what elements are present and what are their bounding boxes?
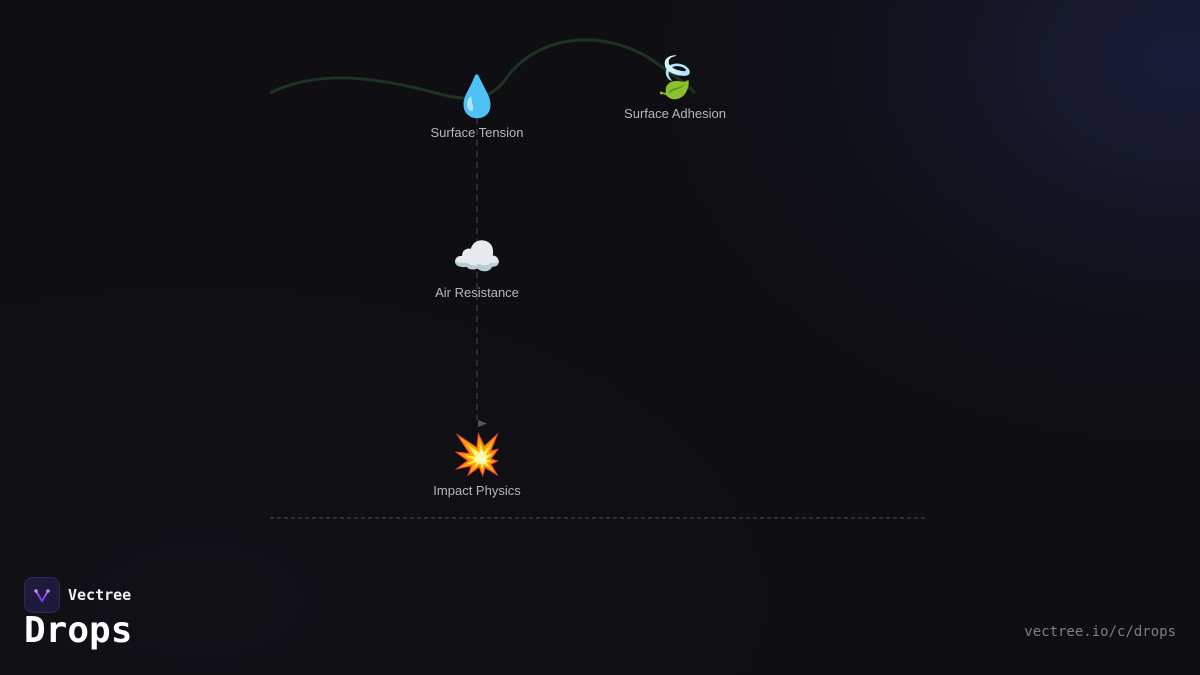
leaf-wind-icon: 🍃 xyxy=(650,56,700,100)
green-wave-curve xyxy=(269,38,697,100)
node-impact-physics[interactable]: 💥 Impact Physics xyxy=(433,431,520,498)
water-drop-icon: 💧 xyxy=(452,75,502,119)
node-label: Surface Tension xyxy=(430,125,524,140)
node-surface-tension[interactable]: 💧 Surface Tension xyxy=(431,73,524,140)
node-label: Impact Physics xyxy=(433,483,521,498)
node-label: Air Resistance xyxy=(435,285,519,300)
node-air-resistance[interactable]: ☁️ Air Resistance xyxy=(435,233,519,300)
connector-arrowhead xyxy=(478,420,487,427)
node-surface-adhesion[interactable]: 🍃 Surface Adhesion xyxy=(624,54,726,121)
page-title: Drops xyxy=(24,610,133,651)
cloud-icon: ☁️ xyxy=(452,235,502,279)
collision-icon: 💥 xyxy=(452,433,502,477)
page-url[interactable]: vectree.io/c/drops xyxy=(1024,624,1176,640)
brand-name: Vectree xyxy=(68,586,132,604)
vectree-logo-icon xyxy=(24,577,60,613)
brand[interactable]: Vectree xyxy=(24,577,131,613)
node-label: Surface Adhesion xyxy=(624,106,726,121)
